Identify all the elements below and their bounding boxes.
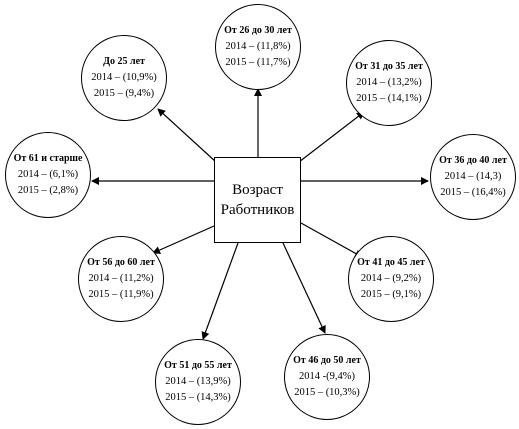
node-value-2015: 2015 – (9,1%)	[360, 289, 422, 300]
node-56-60: От 56 до 60 лет 2014 – (11,2%) 2015 – (1…	[78, 236, 164, 322]
center-age-box: Возраст Работников	[214, 157, 301, 243]
node-36-40: От 36 до 40 лет 2014 – (14,3) 2015 – (16…	[430, 134, 516, 220]
node-26-30: От 26 до 30 лет 2014 – (11,8%) 2015 – (1…	[215, 4, 301, 90]
node-51-55: От 51 до 55 лет 2014 – (13,9%) 2015 – (1…	[155, 339, 241, 425]
arrow-to-do-25	[157, 108, 217, 163]
node-title: От 41 до 45 лет	[357, 257, 425, 268]
node-title: От 51 до 55 лет	[164, 360, 232, 371]
node-value-2015: 2015 – (2,8%)	[17, 185, 79, 196]
node-value-2014: 2014 – (14,3)	[444, 171, 502, 182]
node-61-plus: От 61 и старше 2014 – (6,1%) 2015 – (2,8…	[5, 132, 91, 218]
node-value-2014: 2014 – (6,1%)	[17, 169, 79, 180]
node-title: От 46 до 50 лет	[293, 355, 361, 366]
node-value-2015: 2015 – (16,4%)	[440, 187, 506, 198]
node-value-2014: 2014 – (11,2%)	[88, 273, 154, 284]
node-value-2014: 2014 – (13,9%)	[165, 376, 231, 387]
node-value-2015: 2015 – (11,7%)	[225, 57, 291, 68]
arrow-to-41-45	[300, 222, 363, 258]
node-value-2015: 2015 – (10,3%)	[294, 387, 360, 398]
node-value-2014: 2014 – (9,2%)	[360, 273, 422, 284]
node-value-2015: 2015 – (14,1%)	[356, 93, 422, 104]
arrow-to-56-60	[152, 225, 215, 254]
node-value-2014: 2014 -(9,4%)	[299, 371, 355, 382]
node-value-2014: 2014 – (13,2%)	[356, 77, 422, 88]
node-title: До 25 лет	[103, 56, 145, 67]
node-do-25: До 25 лет 2014 – (10,9%) 2015 – (9,4%)	[81, 35, 167, 121]
arrow-to-31-35	[298, 111, 365, 163]
node-value-2014: 2014 – (11,8%)	[225, 41, 291, 52]
node-title: От 36 до 40 лет	[439, 155, 507, 166]
node-value-2015: 2015 – (11,9%)	[88, 289, 154, 300]
node-value-2014: 2014 – (10,9%)	[91, 72, 157, 83]
node-value-2015: 2015 – (14,3%)	[165, 392, 231, 403]
node-title: От 31 до 35 лет	[355, 61, 423, 72]
node-31-35: От 31 до 35 лет 2014 – (13,2%) 2015 – (1…	[346, 40, 432, 126]
node-value-2015: 2015 – (9,4%)	[93, 88, 155, 99]
center-label-line1: Возраст	[232, 182, 283, 198]
node-title: От 56 до 60 лет	[87, 257, 155, 268]
center-label-line2: Работников	[220, 202, 295, 218]
node-46-50: От 46 до 50 лет 2014 -(9,4%) 2015 – (10,…	[284, 334, 370, 420]
arrow-to-46-50	[282, 242, 326, 334]
node-title: От 61 и старше	[13, 153, 83, 164]
arrow-to-51-55	[201, 242, 239, 340]
node-41-45: От 41 до 45 лет 2014 – (9,2%) 2015 – (9,…	[348, 236, 434, 322]
node-title: От 26 до 30 лет	[224, 25, 292, 36]
